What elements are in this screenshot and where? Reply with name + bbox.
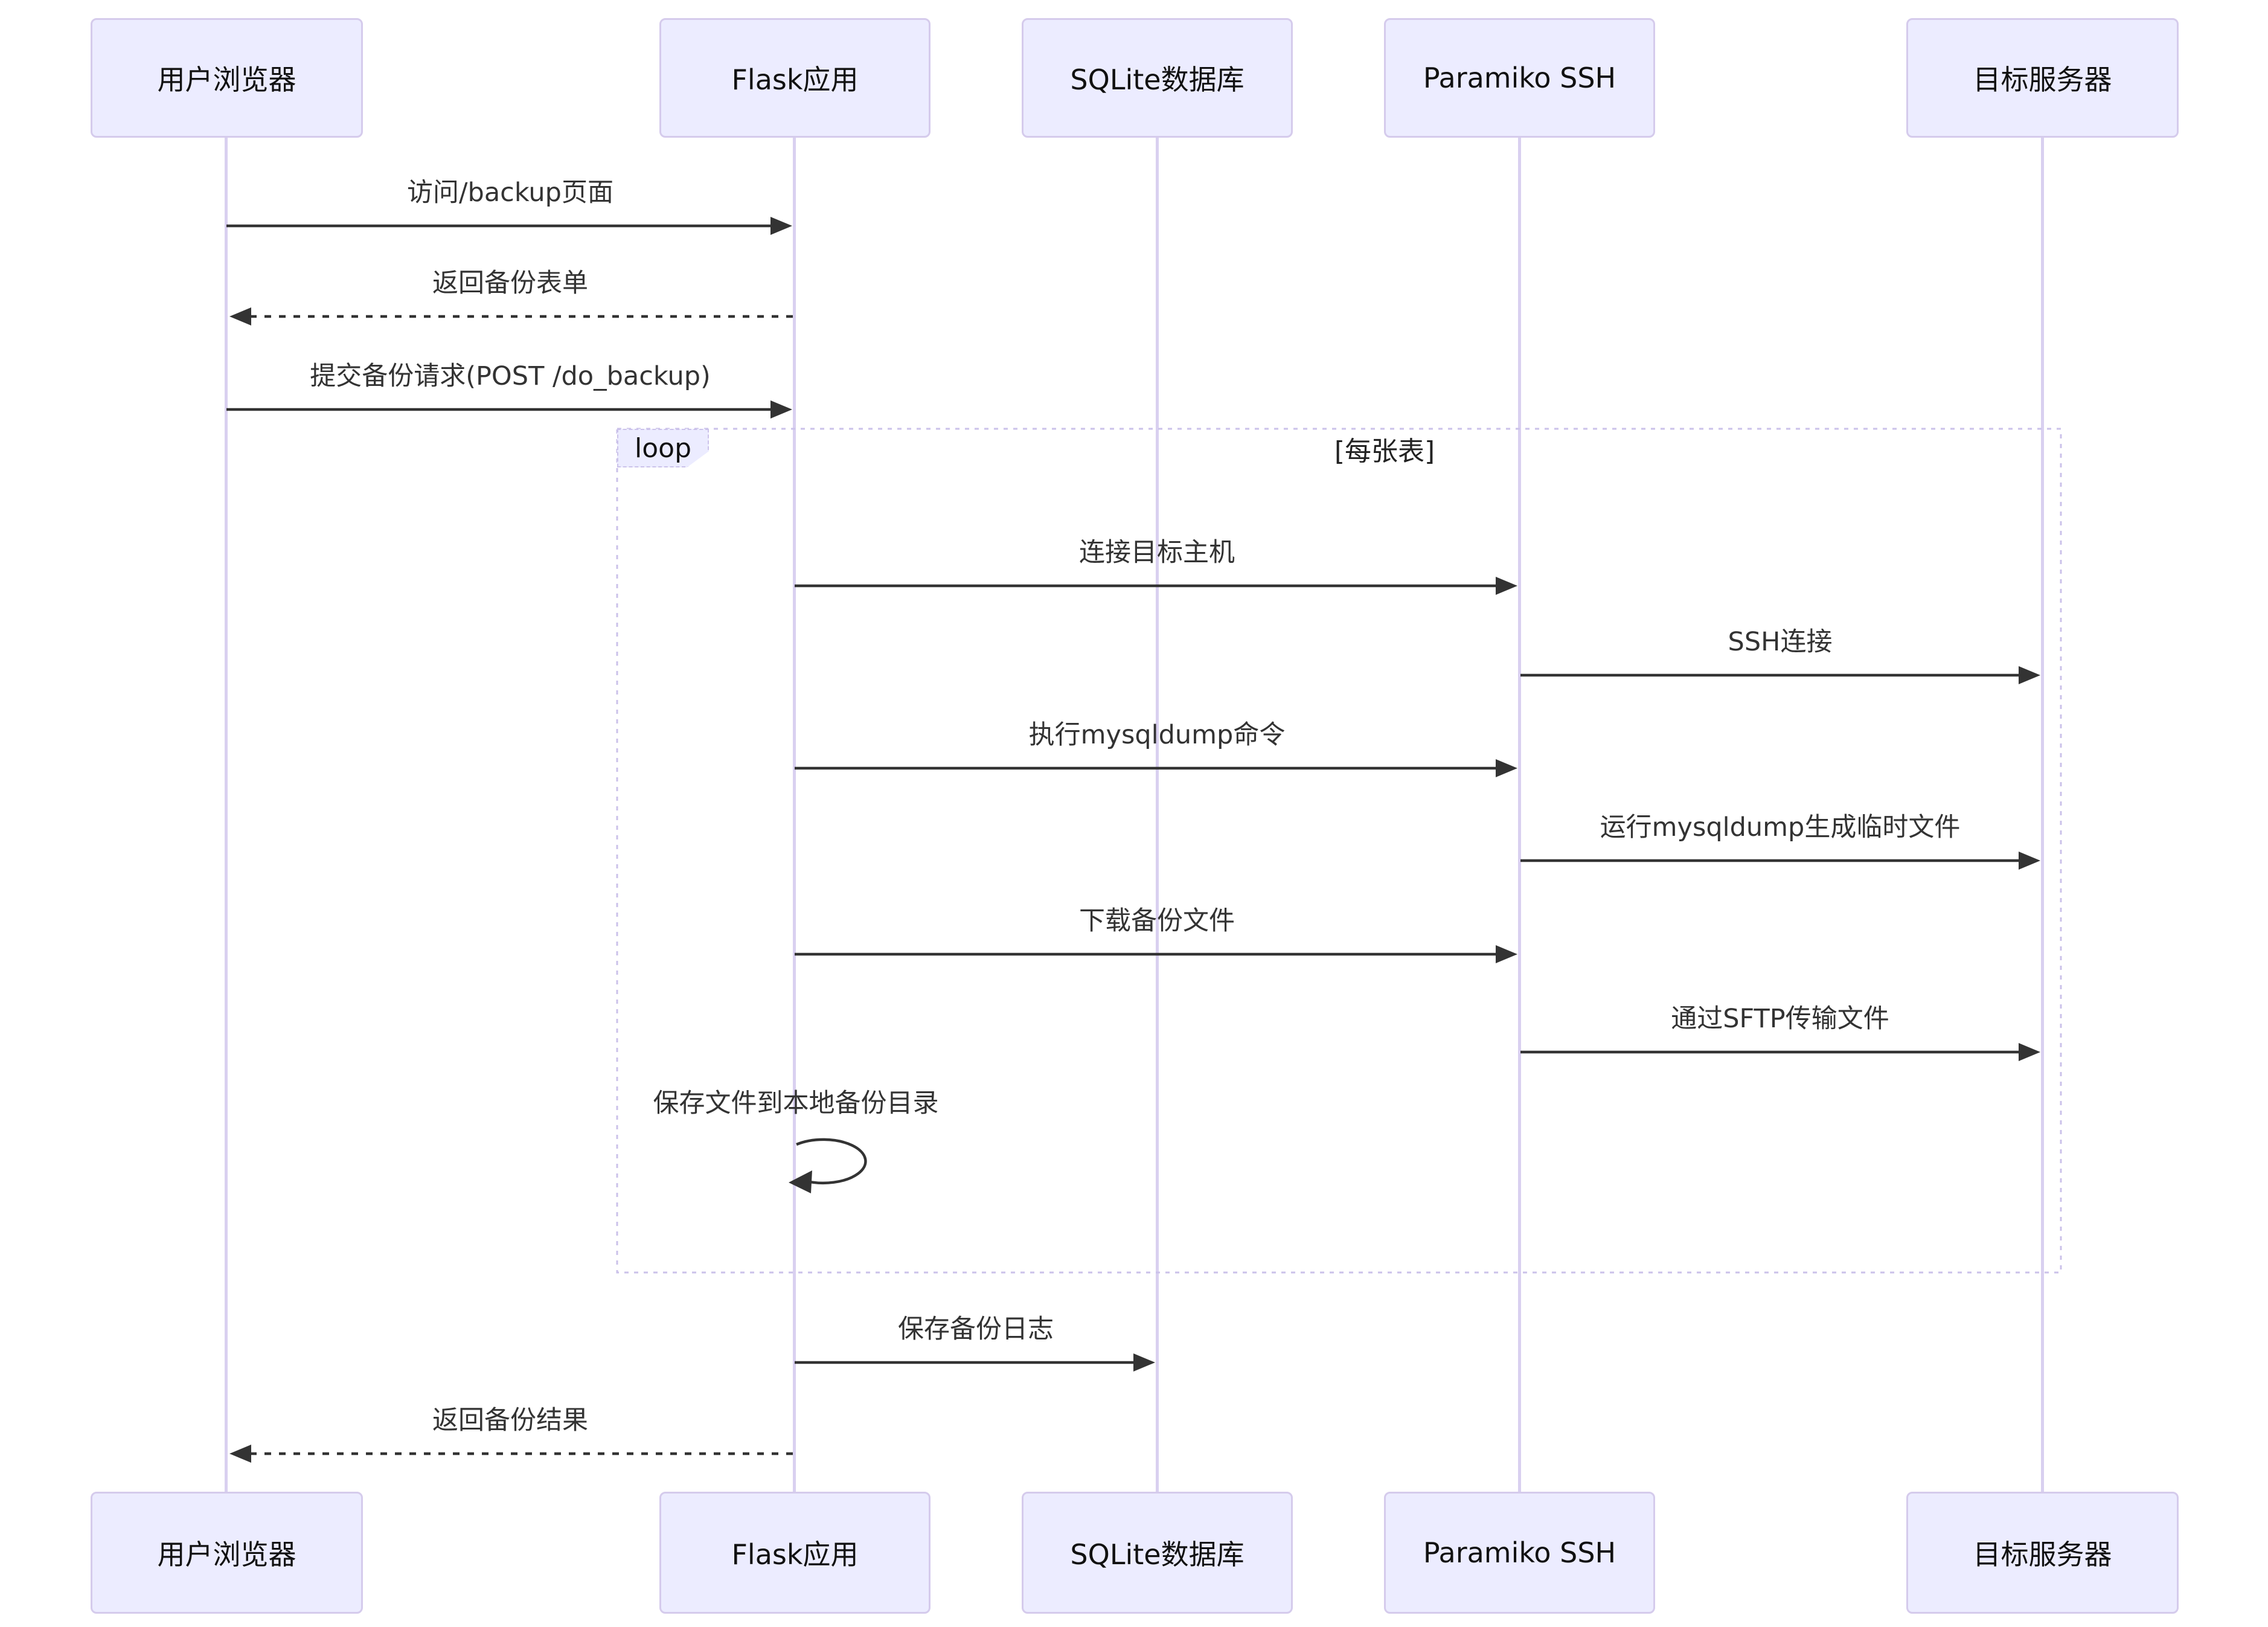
message-label: SSH连接	[1728, 627, 1833, 657]
loop-label-text: loop	[635, 432, 691, 464]
loop-condition: [每张表]	[1334, 436, 1435, 467]
actor-sqlite-db-top: SQLite数据库	[1022, 18, 1293, 138]
message-label: 访问/backup页面	[407, 178, 613, 208]
actor-sqlite-db-bottom: SQLite数据库	[1022, 1492, 1293, 1614]
message-label: 保存备份日志	[898, 1314, 1054, 1344]
arrow-return-backup-form	[229, 307, 793, 326]
arrow-download-backup-file	[795, 945, 1517, 963]
arrow-save-local-self-loop	[789, 1138, 867, 1193]
actor-flask-app-bottom: Flask应用	[659, 1492, 931, 1614]
message-label: 保存文件到本地备份目录	[653, 1088, 939, 1118]
actor-label: 用户浏览器	[157, 63, 296, 96]
lifeline-sqlite-db	[1156, 138, 1159, 1492]
actor-paramiko-ssh-top: Paramiko SSH	[1384, 18, 1655, 138]
message-label: 执行mysqldump命令	[1028, 720, 1286, 750]
message-label: 返回备份结果	[432, 1405, 588, 1436]
message-label: 提交备份请求(POST /do_backup)	[310, 361, 711, 391]
arrow-ssh-connect	[1520, 666, 2040, 684]
message-label: 运行mysqldump生成临时文件	[1600, 812, 1961, 842]
actor-label: Paramiko SSH	[1423, 62, 1616, 94]
actor-target-server-bottom: 目标服务器	[1906, 1492, 2179, 1614]
arrow-submit-backup-request	[226, 400, 792, 419]
actor-user-browser-top: 用户浏览器	[91, 18, 363, 138]
message-label: 下载备份文件	[1079, 906, 1235, 936]
arrow-exec-mysqldump	[795, 759, 1517, 777]
arrow-save-backup-log	[795, 1353, 1155, 1372]
message-label: 连接目标主机	[1079, 538, 1235, 568]
actor-label: 目标服务器	[1973, 63, 2112, 96]
actor-flask-app-top: Flask应用	[659, 18, 931, 138]
arrow-sftp-transfer	[1520, 1043, 2040, 1061]
lifeline-paramiko-ssh	[1518, 138, 1521, 1492]
actor-label: Flask应用	[731, 63, 859, 96]
actor-label: SQLite数据库	[1070, 63, 1245, 96]
loop-frame	[616, 428, 2062, 1274]
lifeline-user-browser	[225, 138, 228, 1492]
message-label: 通过SFTP传输文件	[1671, 1004, 1889, 1034]
actor-label: Paramiko SSH	[1423, 1536, 1616, 1569]
actor-user-browser-bottom: 用户浏览器	[91, 1492, 363, 1614]
actor-label: Flask应用	[731, 1538, 859, 1571]
actor-label: SQLite数据库	[1070, 1538, 1245, 1571]
loop-label: loop	[617, 429, 709, 467]
lifeline-flask-app	[793, 138, 796, 1492]
actor-target-server-top: 目标服务器	[1906, 18, 2179, 138]
arrow-visit-backup-page	[226, 217, 792, 235]
actor-paramiko-ssh-bottom: Paramiko SSH	[1384, 1492, 1655, 1614]
arrow-run-mysqldump-tempfile	[1520, 852, 2040, 870]
message-label: 返回备份表单	[432, 268, 588, 298]
arrow-connect-target-host	[795, 577, 1517, 595]
lifeline-target-server	[2041, 138, 2044, 1492]
actor-label: 目标服务器	[1973, 1538, 2112, 1571]
actor-label: 用户浏览器	[157, 1538, 296, 1571]
arrow-return-backup-result	[229, 1445, 793, 1463]
